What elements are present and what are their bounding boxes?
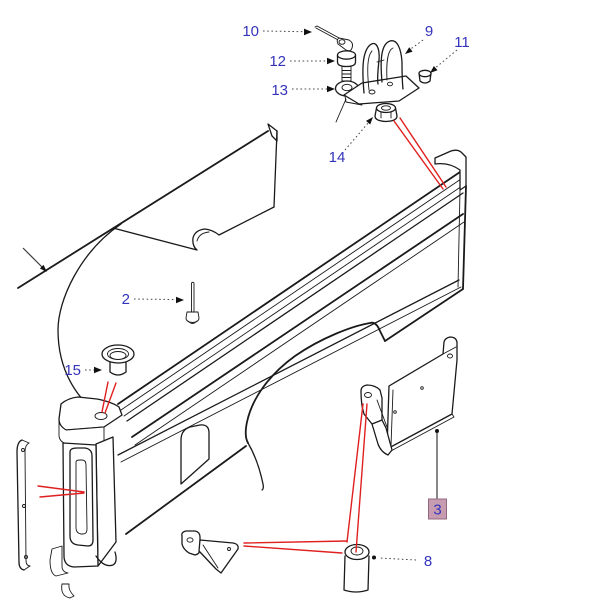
callout-9-label[interactable]: 9 bbox=[425, 23, 433, 40]
handle-recess bbox=[69, 447, 94, 547]
hardware-art bbox=[101, 25, 432, 376]
callout-13-label[interactable]: 13 bbox=[271, 82, 288, 99]
callout-12-label[interactable]: 12 bbox=[269, 53, 286, 70]
inner-panel-art bbox=[17, 123, 278, 413]
callout-2-label[interactable]: 2 bbox=[122, 291, 130, 308]
grommet-part-15 bbox=[101, 344, 135, 376]
callout-10-label[interactable]: 10 bbox=[242, 23, 259, 40]
callout-15-label[interactable]: 15 bbox=[64, 362, 81, 379]
callout-10[interactable]: 10 bbox=[242, 23, 312, 40]
spacer-part-11 bbox=[418, 69, 432, 84]
red-leader-lines bbox=[37, 117, 447, 554]
callouts: 10 12 13 9 11 14 bbox=[64, 23, 469, 570]
wheel-arch-cutout bbox=[244, 321, 386, 444]
callout-12[interactable]: 12 bbox=[269, 53, 335, 70]
callout-8-label[interactable]: 8 bbox=[424, 553, 432, 570]
capping-fixing-hole bbox=[94, 412, 108, 420]
bracket-hinge-hole bbox=[364, 392, 372, 398]
callout-11-label[interactable]: 11 bbox=[454, 34, 470, 51]
support-bracket-art bbox=[181, 530, 239, 574]
mudflap-bracket-part-3-art bbox=[360, 336, 458, 456]
callout-13[interactable]: 13 bbox=[271, 82, 335, 99]
callout-9[interactable]: 9 bbox=[405, 23, 433, 54]
callout-15[interactable]: 15 bbox=[64, 362, 102, 379]
pin-part-10 bbox=[314, 25, 354, 52]
callout-14[interactable]: 14 bbox=[329, 117, 373, 166]
callout-3-highlight-box[interactable] bbox=[428, 498, 447, 520]
callout-3[interactable]: 3 bbox=[428, 429, 447, 520]
panel-pointer-arrow bbox=[22, 247, 47, 272]
seal-strip-art bbox=[16, 439, 31, 571]
callout-3-label[interactable]: 3 bbox=[433, 502, 441, 519]
side-panel-art bbox=[117, 149, 467, 535]
callout-2[interactable]: 2 bbox=[122, 291, 184, 308]
callout-8[interactable]: 8 bbox=[372, 553, 432, 570]
callout-14-label[interactable]: 14 bbox=[329, 149, 346, 166]
corner-capping-art bbox=[49, 396, 123, 599]
screw-part-2 bbox=[185, 281, 200, 324]
nut-part-14 bbox=[374, 102, 398, 123]
lashing-cleat-part-9 bbox=[343, 40, 420, 106]
callout-11[interactable]: 11 bbox=[430, 34, 470, 73]
panel-cutout bbox=[180, 424, 210, 485]
